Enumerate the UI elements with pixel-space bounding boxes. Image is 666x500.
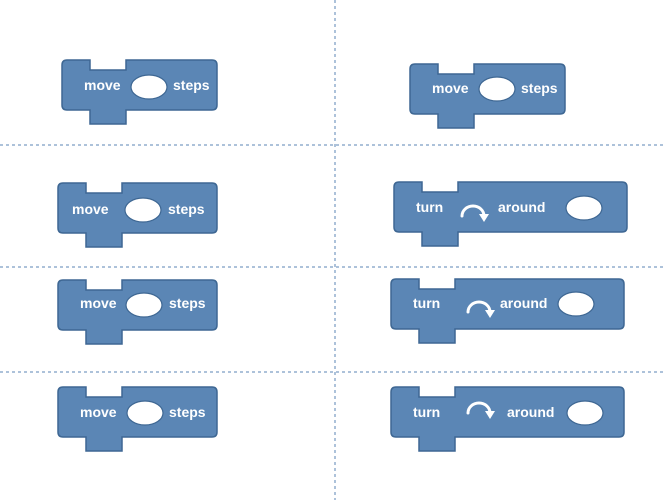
block-label-steps: steps	[169, 295, 206, 311]
block-label-move: move	[432, 80, 469, 96]
block-label-move: move	[80, 404, 117, 420]
block-shape	[390, 386, 625, 452]
turn-clockwise-icon	[460, 204, 489, 222]
turn-clockwise-icon	[466, 401, 495, 419]
block-label-turn: turn	[413, 295, 440, 311]
number-input-slot[interactable]	[478, 76, 516, 102]
block-label-around: around	[498, 199, 545, 215]
block-shape	[393, 181, 628, 247]
block-label-around: around	[507, 404, 554, 420]
block-label-steps: steps	[173, 77, 210, 93]
move-block[interactable]: move steps	[57, 182, 218, 248]
move-block[interactable]: move steps	[409, 63, 566, 129]
number-input-slot[interactable]	[130, 74, 168, 100]
turn-block[interactable]: turn around	[390, 278, 625, 344]
number-input-slot[interactable]	[126, 400, 164, 426]
turn-clockwise-icon	[466, 300, 495, 318]
block-label-steps: steps	[168, 201, 205, 217]
number-input-slot[interactable]	[566, 400, 604, 426]
number-input-slot[interactable]	[557, 291, 595, 317]
move-block[interactable]: move steps	[57, 386, 218, 452]
block-label-turn: turn	[413, 404, 440, 420]
block-label-steps: steps	[169, 404, 206, 420]
block-label-move: move	[80, 295, 117, 311]
move-block[interactable]: move steps	[57, 279, 218, 345]
number-input-slot[interactable]	[565, 195, 603, 221]
number-input-slot[interactable]	[124, 197, 162, 223]
move-block[interactable]: move steps	[61, 59, 218, 125]
block-label-turn: turn	[416, 199, 443, 215]
number-input-slot[interactable]	[125, 292, 163, 318]
block-label-move: move	[84, 77, 121, 93]
block-label-around: around	[500, 295, 547, 311]
turn-block[interactable]: turn around	[393, 181, 628, 247]
block-label-steps: steps	[521, 80, 558, 96]
block-label-move: move	[72, 201, 109, 217]
turn-block[interactable]: turn around	[390, 386, 625, 452]
